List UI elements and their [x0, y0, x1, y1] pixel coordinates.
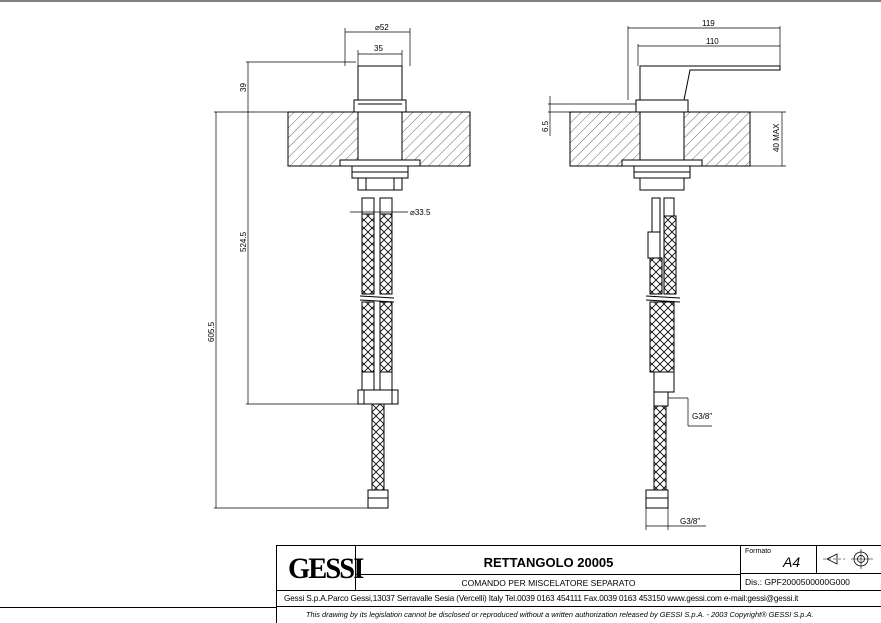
- format-value: A4: [783, 554, 801, 570]
- dim-max-40: 40 MAX: [772, 123, 781, 152]
- front-view: ⌀52 35 39 524.5 605.5 ⌀33.5: [207, 23, 471, 509]
- format-label: Formato: [745, 548, 772, 555]
- drawing-number-cell: Dis.: GPF2000500000G000: [741, 574, 881, 591]
- logo-cell: GESSI: [276, 545, 364, 591]
- dim-thread-g38-lower: G3/8": [680, 517, 700, 526]
- dim-length-524: 524.5: [239, 231, 248, 252]
- technical-drawing: ⌀52 35 39 524.5 605.5 ⌀33.5: [0, 0, 881, 530]
- dim-height-39: 39: [239, 83, 248, 92]
- dim-thread-g38-upper: G3/8": [692, 412, 712, 421]
- product-subtitle: COMANDO PER MISCELATORE SEPARATO: [461, 578, 636, 588]
- format-cell: Formato A4: [741, 545, 817, 574]
- copyright-cell: This drawing by its legislation cannot b…: [276, 607, 881, 623]
- title-block: GESSI RETTANGOLO 20005 COMANDO PER MISCE…: [276, 545, 881, 623]
- dim-width-119: 119: [702, 19, 715, 28]
- product-title: RETTANGOLO 20005: [483, 555, 614, 570]
- company-cell: Gessi S.p.A.Parco Gessi,13037 Serravalle…: [276, 591, 881, 607]
- side-view: 119 110 6.5 40 MAX G3/8" G3/8": [541, 19, 786, 530]
- drawing-number: Dis.: GPF2000500000G000: [745, 577, 850, 587]
- company-info: Gessi S.p.A.Parco Gessi,13037 Serravalle…: [284, 594, 799, 603]
- dim-height-6-5: 6.5: [541, 120, 550, 132]
- gessi-logo: GESSI: [287, 552, 364, 585]
- dim-width-110: 110: [706, 37, 719, 46]
- dim-length-605: 605.5: [207, 321, 216, 342]
- title-cell: RETTANGOLO 20005 COMANDO PER MISCELATORE…: [356, 545, 741, 591]
- dim-diameter-52: ⌀52: [375, 23, 389, 32]
- title-block-frame: [276, 545, 881, 623]
- projection-symbol-icon: [823, 549, 873, 569]
- frame-line: [0, 607, 276, 608]
- projection-symbol-cell: [817, 545, 881, 574]
- dim-diameter-33: ⌀33.5: [410, 208, 431, 217]
- copyright-notice: This drawing by its legislation cannot b…: [306, 610, 814, 619]
- dim-width-35: 35: [374, 44, 383, 53]
